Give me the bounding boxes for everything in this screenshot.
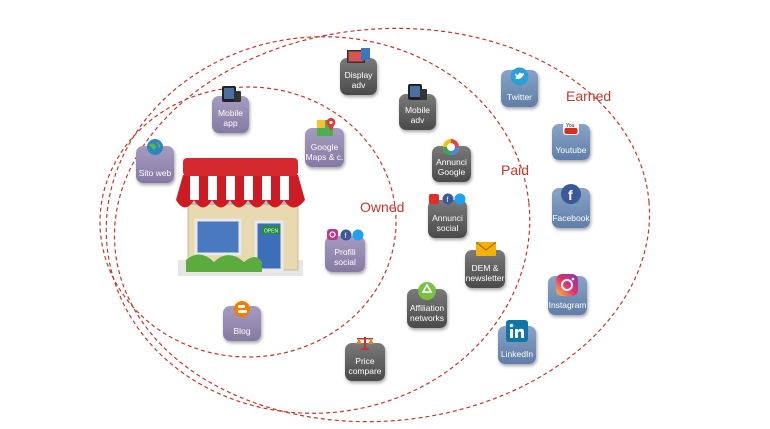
blogger-icon (234, 301, 250, 317)
tile-dem-newsletter[interactable]: DEM & newsletter (465, 242, 505, 288)
tile-price-compare[interactable]: Price compare (345, 337, 385, 381)
globe-icon (147, 139, 163, 155)
display-icon (347, 48, 370, 63)
earned-circle (113, 27, 651, 423)
recycle-icon (418, 282, 436, 300)
svg-text:f: f (568, 187, 573, 203)
paid-circle (105, 36, 531, 414)
tile-label: Annunci Google (436, 157, 467, 177)
tile-label: Display adv (344, 70, 373, 90)
social-icons: f (327, 229, 364, 241)
google-maps-icon (317, 118, 336, 136)
tile-instagram[interactable]: Instagram (548, 274, 587, 315)
svg-text:f: f (345, 233, 347, 240)
store-sign: OPEN (264, 229, 279, 235)
tile-google-maps[interactable]: Google Maps & c. (305, 118, 344, 167)
tile-label: Instagram (548, 300, 587, 310)
tile-facebook[interactable]: f Facebook (552, 184, 590, 228)
tile-annunci-social[interactable]: f Annunci social (428, 193, 467, 238)
tile-label: Mobile app (217, 108, 244, 128)
zone-label-paid: Paid (501, 162, 529, 178)
devices-icon (408, 84, 427, 100)
zone-label-owned: Owned (360, 199, 404, 215)
tile-linkedin[interactable]: LinkedIn (498, 320, 536, 364)
linkedin-icon (506, 320, 528, 342)
tile-label: Annunci social (432, 213, 463, 233)
svg-text:f: f (447, 197, 449, 204)
twitter-icon (510, 67, 529, 86)
tile-youtube[interactable]: You Youtube (552, 121, 590, 160)
tile-label: Mobile adv (404, 105, 431, 125)
tile-display-adv[interactable]: Display adv (340, 48, 377, 95)
tile-label: Profili social (334, 247, 356, 267)
tile-label: Youtube (555, 145, 587, 155)
tile-label: DEM & newsletter (465, 263, 505, 283)
svg-text:You: You (566, 123, 575, 129)
tile-label: LinkedIn (500, 349, 534, 359)
tile-label: Affiliation networks (409, 303, 445, 323)
devices-icon (222, 86, 241, 102)
tile-affiliation-networks[interactable]: Affiliation networks (407, 282, 447, 328)
tile-sito-web[interactable]: Sito web (136, 139, 174, 183)
tile-label: Blog (233, 326, 251, 336)
tile-profili-social[interactable]: f Profili social (325, 229, 365, 272)
tile-label: Google Maps & c. (305, 142, 344, 162)
tile-label: Twitter (506, 92, 533, 102)
google-icon (443, 139, 459, 155)
tile-annunci-google[interactable]: Annunci Google (432, 139, 471, 182)
zone-label-earned: Earned (566, 88, 611, 104)
facebook-icon: f (561, 184, 581, 204)
social-icons: f (429, 193, 466, 205)
tile-twitter[interactable]: Twitter (501, 67, 538, 107)
tile-label: Price compare (348, 356, 382, 376)
tile-mobile-adv[interactable]: Mobile adv (399, 84, 436, 130)
tile-blog[interactable]: Blog (223, 301, 261, 341)
owned-circle (99, 86, 397, 358)
tile-label: Sito web (138, 168, 172, 178)
scale-icon (356, 337, 374, 350)
tile-label: Facebook (552, 213, 590, 223)
youtube-icon: You (563, 121, 579, 135)
tile-mobile-app[interactable]: Mobile app (212, 86, 249, 133)
store-icon: OPEN (176, 158, 305, 276)
envelope-icon (476, 242, 496, 256)
instagram-icon (556, 274, 578, 296)
